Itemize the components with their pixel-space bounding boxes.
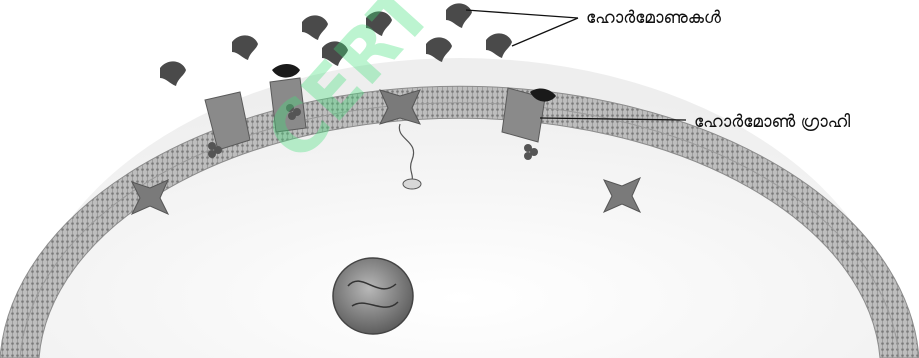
nucleus: [333, 258, 413, 334]
hormones-label: ഹോർമോണുകൾ: [586, 8, 721, 28]
signal-vesicle: [403, 179, 421, 189]
receptor-label: ഹോർമോൺ ഗ്രാഹി: [694, 112, 850, 132]
